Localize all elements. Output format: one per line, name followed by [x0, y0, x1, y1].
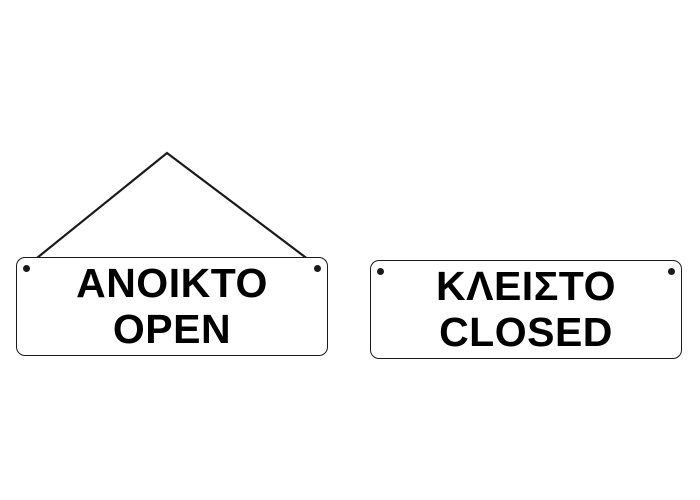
open-sign-greek-text: ΑΝΟΙΚΤΟ: [76, 260, 268, 306]
closed-sign: ΚΛΕΙΣΤΟ CLOSED: [370, 260, 682, 359]
mounting-hole-left: [377, 268, 384, 275]
open-sign: ΑΝΟΙΚΤΟ OPEN: [16, 257, 328, 356]
mounting-hole-right: [668, 268, 675, 275]
mounting-hole-left: [23, 265, 30, 272]
closed-sign-english-text: CLOSED: [439, 309, 613, 355]
mounting-hole-right: [314, 265, 321, 272]
closed-sign-greek-text: ΚΛΕΙΣΤΟ: [436, 263, 616, 309]
open-sign-text: ΑΝΟΙΚΤΟ OPEN: [17, 260, 327, 352]
open-sign-english-text: OPEN: [112, 306, 232, 352]
closed-sign-text: ΚΛΕΙΣΤΟ CLOSED: [371, 263, 681, 355]
